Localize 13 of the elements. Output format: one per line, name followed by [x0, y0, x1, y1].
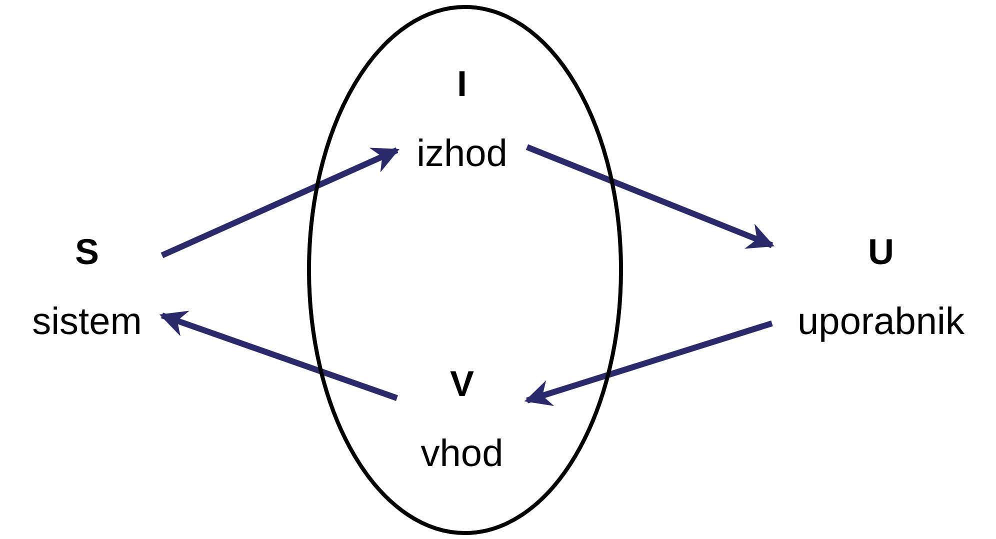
node-heading: U [867, 230, 895, 274]
ellipse-outline [307, 5, 623, 535]
node-label: uporabnik [796, 300, 966, 344]
node-label: sistem [31, 300, 143, 344]
arrow [160, 147, 400, 258]
node-label: vhod [420, 432, 504, 476]
node-heading: V [448, 362, 475, 406]
node-heading: I [456, 62, 468, 106]
arrow [524, 320, 773, 406]
arrow [159, 310, 398, 401]
node-heading: S [74, 230, 100, 274]
node-label: izhod [416, 132, 508, 176]
arrow [526, 144, 774, 249]
